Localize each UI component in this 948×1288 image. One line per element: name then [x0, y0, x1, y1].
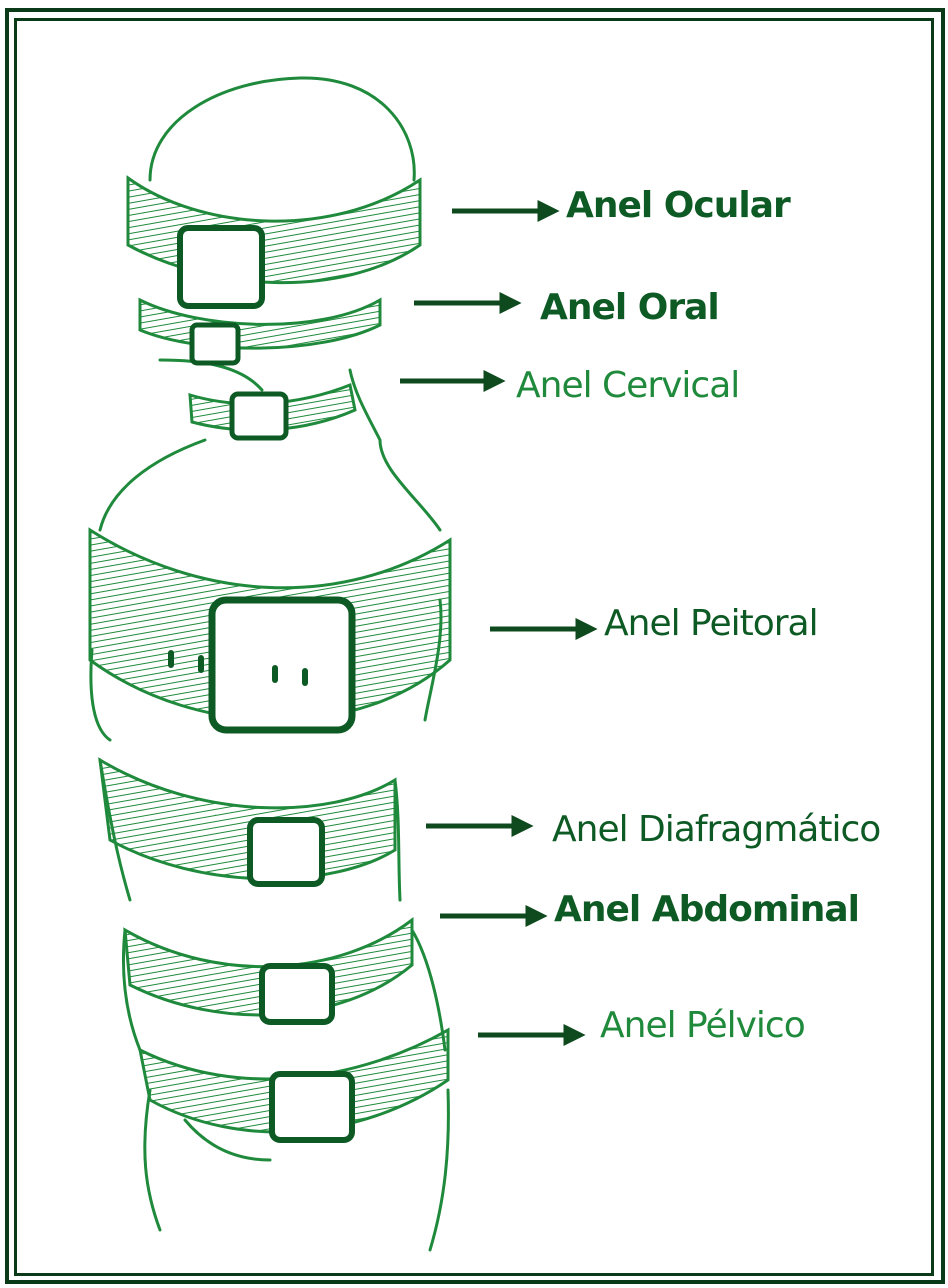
leg-front-outline	[145, 1090, 160, 1230]
arrow-oral	[414, 296, 516, 310]
belt-abdominal	[125, 920, 412, 1022]
arrow-diafragmatico	[426, 819, 528, 833]
arrow-abdominal	[440, 909, 542, 923]
label-anel-oral: Anel Oral	[540, 290, 719, 326]
buckle-peitoral	[212, 600, 352, 730]
leg-back-outline	[430, 1090, 448, 1250]
buckle-cervical	[232, 394, 286, 438]
label-anel-cervical: Anel Cervical	[516, 368, 739, 404]
back-lower-outline	[412, 930, 445, 1050]
shoulder-front-outline	[100, 440, 205, 530]
label-anel-ocular: Anel Ocular	[566, 188, 790, 224]
arrow-peitoral	[490, 622, 592, 636]
belt-diafragmatico	[100, 760, 395, 884]
belt-peitoral	[90, 530, 450, 730]
buckle-abdominal	[262, 966, 332, 1022]
buckle-ocular	[180, 228, 262, 306]
neck-back-outline	[350, 370, 440, 530]
arrow-cervical	[400, 374, 500, 388]
belt-oral	[140, 300, 380, 363]
belt-ocular	[128, 178, 420, 306]
label-anel-diafragmatico: Anel Diafragmático	[552, 812, 880, 848]
label-anel-peitoral: Anel Peitoral	[604, 606, 818, 642]
arrow-pelvico	[478, 1028, 580, 1042]
head-outline	[150, 78, 414, 180]
arrow-ocular	[452, 204, 554, 218]
buckle-pelvico	[272, 1074, 352, 1140]
buckle-oral	[192, 325, 238, 363]
buckle-diafragmatico	[250, 820, 322, 884]
label-anel-pelvico: Anel Pélvico	[600, 1008, 805, 1044]
label-anel-abdominal: Anel Abdominal	[554, 892, 859, 928]
belt-cervical	[190, 385, 355, 438]
